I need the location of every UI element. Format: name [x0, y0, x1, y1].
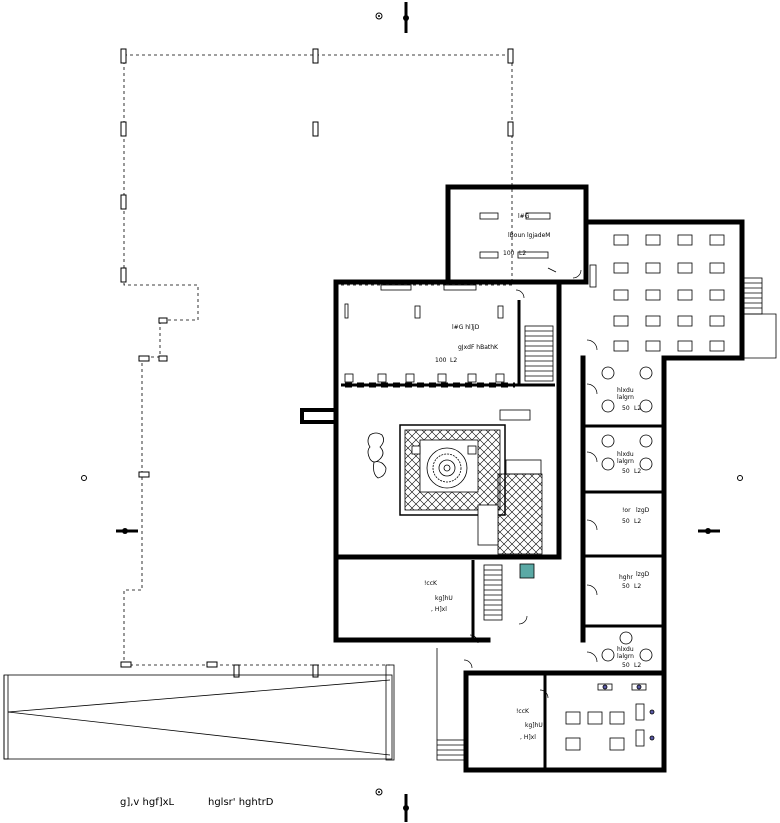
label-bottom-right-b: kg]hU — [525, 722, 543, 729]
label-top-room-num: 100 — [503, 250, 515, 257]
label-bottom-left-c: , H]xl — [431, 606, 447, 613]
north-arrow-bottom-icon — [375, 788, 409, 822]
label-r1-a: hlxdu — [617, 387, 634, 394]
staircase-upper — [524, 325, 554, 382]
label-hall-b: gJxdF hBathK — [458, 344, 499, 351]
staircase-right — [743, 277, 777, 359]
label-r3-b: lzgD — [636, 507, 650, 514]
label-r4-a: hghr — [619, 574, 633, 581]
section-arrow-left-icon — [81, 475, 138, 534]
label-r4-num: 50 — [622, 583, 630, 590]
label-top-room-b: lBoun lgjadeM — [508, 232, 550, 239]
label-bottom-left-a: !ccK — [424, 580, 438, 587]
room-labels: l#G lBoun lgjadeM 100 L2 l#G hl]jD gJxdF… — [424, 213, 650, 741]
label-r4-l2: L2 — [634, 583, 641, 590]
label-r3-l2: L2 — [634, 518, 641, 525]
label-bottom-right-c: , H]xl — [520, 734, 536, 741]
label-r4-b: lzgD — [636, 571, 650, 578]
door-swings — [463, 269, 598, 699]
entrance-ramp — [3, 664, 395, 761]
label-r5-num: 50 — [622, 662, 630, 669]
label-r2-l2: L2 — [634, 468, 641, 475]
courtyard — [367, 409, 543, 555]
label-hall-num: 100 — [435, 357, 447, 364]
label-top-room-l2: L2 — [519, 250, 526, 257]
furniture-hall — [344, 284, 505, 383]
wall-segment-left-bump — [300, 408, 336, 424]
label-bottom-left-b: kg]hU — [435, 595, 453, 602]
label-r3-a: !or — [622, 507, 631, 514]
dining-tables — [589, 234, 725, 352]
label-r3-num: 50 — [622, 518, 630, 525]
label-r5-a: hlxdu — [617, 646, 634, 653]
label-r2-b: lalgrn — [617, 458, 634, 465]
label-r1-b: lalgrn — [617, 394, 634, 401]
label-hall-l2: L2 — [450, 357, 457, 364]
label-r1-l2: L2 — [634, 405, 641, 412]
entrance-steps — [436, 648, 466, 761]
label-r2-a: hlxdu — [617, 451, 634, 458]
label-top-room-a: l#G — [518, 213, 530, 220]
staircase-lower — [483, 563, 535, 621]
window-marks — [345, 184, 745, 773]
section-arrow-right-icon — [698, 475, 743, 534]
caption-left: g],v hgf]xL — [120, 797, 175, 808]
furniture-top-room — [479, 212, 557, 273]
column-markers — [120, 48, 514, 678]
north-arrow-top-icon — [375, 2, 409, 33]
label-r5-l2: L2 — [634, 662, 641, 669]
caption-right: hglsr' hghtrD — [208, 797, 274, 808]
lab-desks — [565, 683, 655, 751]
label-hall-a: l#G hl]jD — [452, 324, 480, 331]
label-r5-b: lalgrn — [617, 653, 634, 660]
round-tables — [601, 366, 653, 662]
label-bottom-right-a: !ccK — [516, 708, 530, 715]
label-r2-num: 50 — [622, 468, 630, 475]
label-r1-num: 50 — [622, 405, 630, 412]
